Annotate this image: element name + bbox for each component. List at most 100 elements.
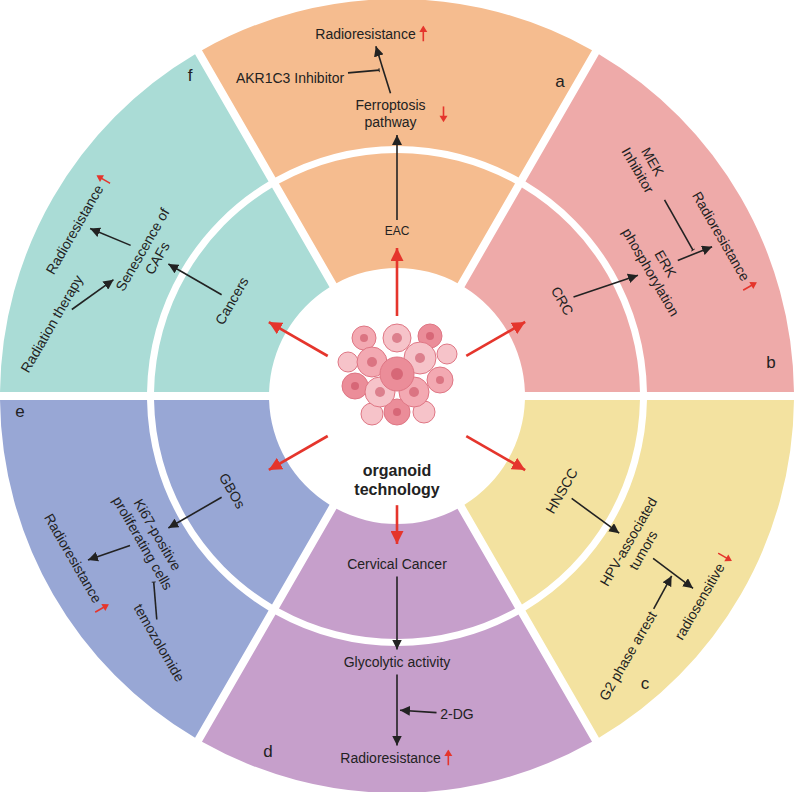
- red-arrow: [269, 436, 328, 470]
- panel-letter: e: [15, 402, 24, 422]
- panel-letter: b: [766, 353, 775, 373]
- trend-arrow-shaft: [448, 755, 450, 766]
- cell-nucleus: [393, 408, 401, 416]
- inner-sector-fill: [154, 400, 330, 604]
- organoid-cell: [342, 373, 368, 399]
- inner-sector-fill: [154, 188, 330, 392]
- node-text: EAC: [385, 224, 410, 238]
- red-arrow: [466, 436, 525, 470]
- outer-sector-fill: [202, 614, 592, 792]
- cell-nucleus: [392, 333, 402, 343]
- organoid-cell: [384, 399, 410, 425]
- flow-arrow: [154, 582, 157, 619]
- center-disk: [272, 271, 522, 521]
- red-arrow: [269, 322, 328, 356]
- flow-arrow: [653, 558, 693, 588]
- outer-sector-fill: [202, 0, 592, 178]
- edges: [72, 46, 712, 745]
- cell-nucleus: [415, 353, 425, 363]
- organoid-cell: [352, 326, 376, 350]
- trend-arrow-shaft: [423, 31, 425, 42]
- flow-arrow: [574, 275, 638, 297]
- trend-arrow-shaft: [443, 106, 445, 117]
- cancer-label: EAC: [385, 224, 410, 238]
- panel-letter: c: [641, 674, 650, 694]
- node-text: Cervical Cancer: [347, 556, 447, 573]
- trend-arrow-shaft: [743, 285, 753, 291]
- node-text: f: [188, 66, 193, 86]
- trend-arrow-shaft: [718, 553, 728, 559]
- flow-arrow: [72, 280, 114, 310]
- trend-arrow: [419, 26, 429, 42]
- inhibition-line: [348, 70, 379, 73]
- process-text: AKR1C3 Inhibitor: [236, 70, 344, 87]
- red-arrow: [466, 322, 525, 356]
- process-text: Ferroptosis pathway: [346, 97, 449, 131]
- trend-arrow: [444, 750, 454, 766]
- node-text: b: [766, 353, 775, 373]
- flow-arrow: [168, 497, 221, 528]
- node-text: 2-DG: [440, 706, 473, 723]
- organoid-cell: [418, 324, 442, 348]
- flow-arrow: [396, 135, 398, 220]
- inner-sector: GBOs: [154, 396, 333, 607]
- flow-arrow: [572, 498, 620, 533]
- trend-arrow-head: [445, 750, 453, 757]
- organoid-cell: [399, 377, 429, 407]
- panel-letter: d: [263, 742, 272, 762]
- organoid-cell: [365, 377, 395, 407]
- flow-arrow: [90, 228, 131, 245]
- trend-arrow-shaft: [95, 607, 105, 613]
- trend-arrow-shaft: [102, 177, 112, 183]
- inner-sector: Cancers: [154, 185, 333, 397]
- node-text: AKR1C3 Inhibitor: [236, 70, 344, 87]
- cell-nucleus: [436, 376, 444, 384]
- node-text: Radioresistance: [340, 750, 440, 767]
- cell-nucleus: [375, 387, 385, 397]
- organoid-cell: [361, 403, 383, 425]
- flow-arrow: [376, 46, 391, 93]
- node-text: a: [555, 72, 564, 92]
- process-text: 2-DG: [440, 706, 473, 723]
- panel-letter: f: [188, 66, 193, 86]
- organoid-cluster: [338, 324, 457, 425]
- cell-nucleus: [426, 332, 434, 340]
- organoid-cell: [437, 344, 457, 364]
- cell-nucleus: [351, 382, 359, 390]
- node-text: Ferroptosis pathway: [346, 97, 436, 131]
- organoid-cell: [357, 347, 387, 377]
- node-text: Glycolytic activity: [344, 654, 451, 671]
- node-text: d: [263, 742, 272, 762]
- organoid-cell: [383, 324, 411, 352]
- panel-letter: a: [555, 72, 564, 92]
- cell-nucleus: [360, 334, 368, 342]
- trend-arrow-head: [95, 171, 105, 181]
- organoid-cell: [413, 401, 435, 423]
- center-circle: organoid technology: [272, 271, 522, 521]
- inner-sector-fill: [464, 188, 640, 392]
- trend-arrow-head: [749, 279, 759, 289]
- flow-arrow: [168, 264, 221, 295]
- cell-nucleus: [367, 357, 377, 367]
- modifier-arrow: [400, 710, 437, 712]
- trend-arrow-head: [101, 601, 111, 611]
- flow-arrow: [678, 247, 712, 261]
- organoid-cell: [427, 367, 453, 393]
- red-arrow: [396, 248, 399, 316]
- inner-sector: CRC: [461, 185, 640, 396]
- trend-arrow-head: [725, 555, 735, 565]
- flow-arrow: [396, 675, 398, 746]
- center-label: organoid technology: [337, 461, 457, 499]
- organoid-cell: [338, 352, 358, 372]
- process-text: Radioresistance: [340, 750, 453, 767]
- organoid-cell: [404, 342, 436, 374]
- process-text: Glycolytic activity: [344, 654, 451, 671]
- inhibition-line: [665, 200, 693, 250]
- process-text: Radioresistance: [315, 26, 428, 43]
- modifier-lines: [348, 70, 693, 713]
- node-text: organoid technology: [337, 461, 457, 499]
- flow-arrow: [396, 577, 398, 650]
- cell-nuclei: [351, 332, 444, 416]
- trend-arrow-head: [420, 26, 428, 33]
